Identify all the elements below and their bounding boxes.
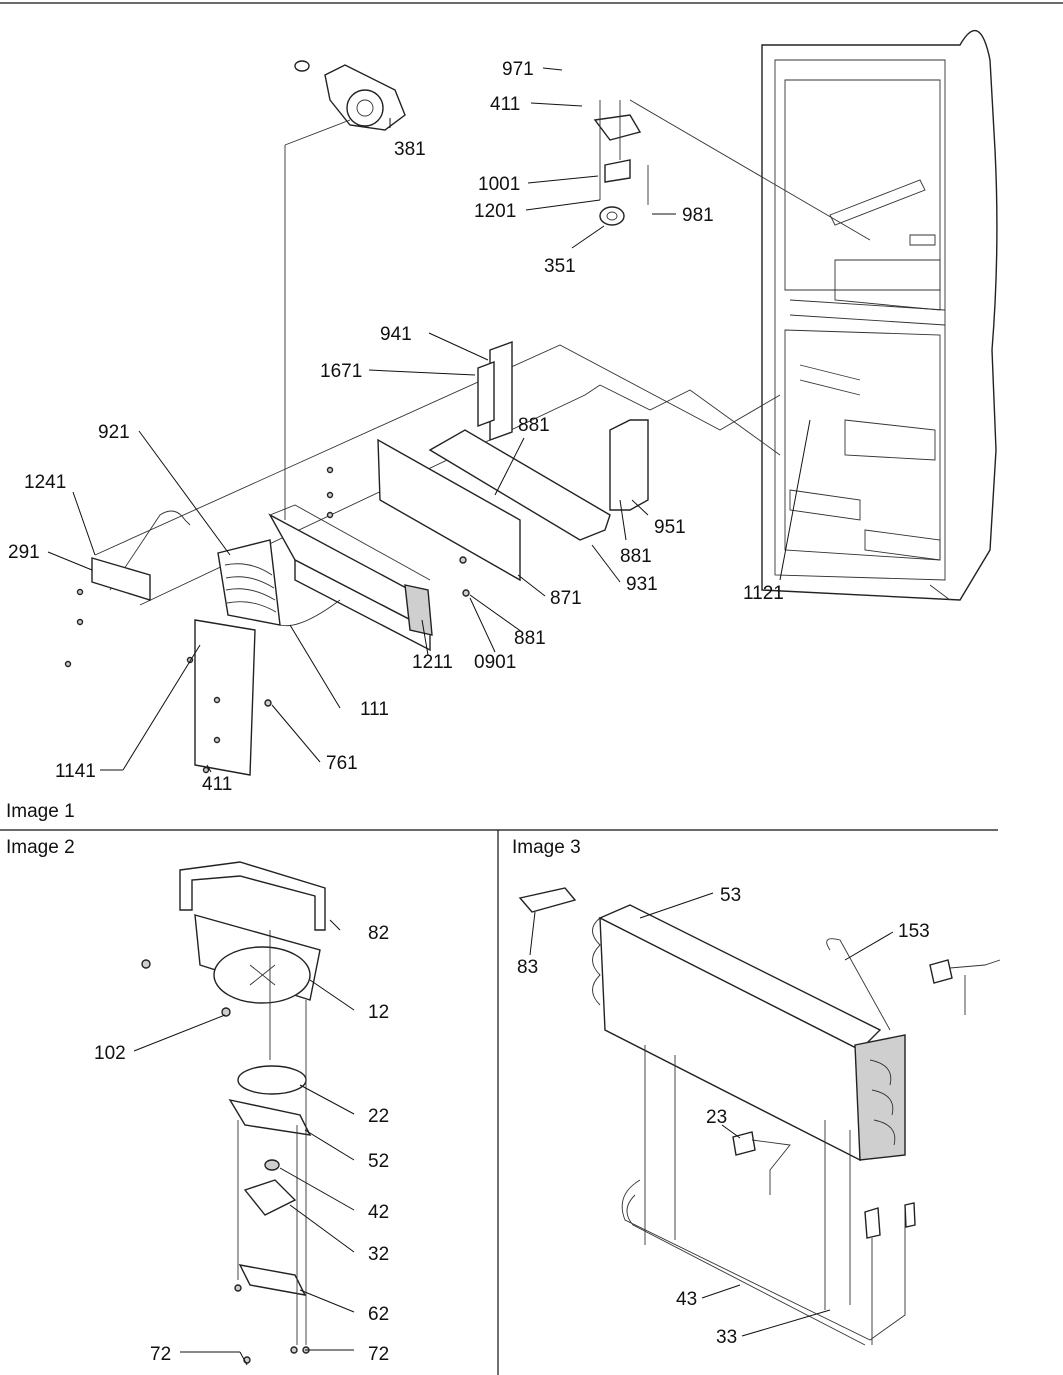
part-label: 411 (490, 94, 520, 115)
part-label: 62 (368, 1304, 389, 1325)
bracket-1671 (477, 360, 495, 428)
part-label: 1141 (55, 761, 96, 782)
part-label: 52 (368, 1151, 389, 1172)
part-label: 381 (394, 139, 426, 160)
part-label: 32 (368, 1244, 389, 1265)
part-label: 921 (98, 422, 130, 443)
part-label: 72 (368, 1344, 389, 1365)
part-label: 881 (514, 628, 546, 649)
cover-871 (377, 438, 521, 582)
part-label: 0901 (474, 652, 516, 673)
heater-43 (621, 1179, 906, 1341)
part-label: 931 (626, 574, 658, 595)
part-label: 871 (550, 588, 582, 609)
blade-22 (237, 1065, 307, 1095)
part-label: 881 (620, 546, 652, 567)
part-label: 53 (720, 885, 741, 906)
part-label: 1201 (474, 201, 516, 222)
bracket-62 (238, 1264, 307, 1296)
panel-1141 (194, 619, 256, 776)
tube-153 (826, 938, 891, 1031)
panel-291 (91, 557, 151, 601)
image2-artwork (141, 861, 326, 1364)
part-label: 111 (360, 699, 389, 720)
part-label: 1211 (412, 652, 453, 673)
part-label: 22 (368, 1106, 389, 1127)
part-label: 42 (368, 1202, 389, 1223)
image3-artwork (518, 887, 1001, 1346)
image1-artwork (64, 29, 998, 776)
part-label: 981 (682, 205, 714, 226)
part-label: 83 (517, 957, 538, 978)
leader-lines (47, 67, 894, 1366)
motor-32 (243, 1179, 297, 1216)
fan-381 (294, 60, 406, 131)
bracket-82 (179, 861, 326, 931)
bracket-951 (609, 419, 649, 511)
part-label: 43 (676, 1289, 697, 1310)
part-label: 1121 (743, 583, 784, 604)
bracket-52 (228, 1098, 312, 1136)
evaporator-top (268, 513, 432, 632)
part-label: 951 (654, 517, 686, 538)
part-label: 761 (326, 753, 358, 774)
part-label: 102 (94, 1043, 126, 1064)
duct-931 (428, 429, 611, 541)
part-label: 23 (706, 1107, 727, 1128)
part-label: 72 (150, 1344, 171, 1365)
screws (64, 466, 470, 774)
part-label: 1671 (320, 361, 362, 382)
part-label: 1241 (24, 472, 66, 493)
part-label: 971 (502, 59, 534, 80)
cabinet-outline (761, 29, 998, 601)
part-label: 941 (380, 324, 412, 345)
part-label: 1001 (478, 174, 520, 195)
part-label: 82 (368, 923, 389, 944)
connector-top-right (929, 959, 953, 984)
part-label: 351 (544, 256, 576, 277)
part-label: 153 (898, 921, 930, 942)
part-label: 12 (368, 1002, 389, 1023)
caption-image3: Image 3 (512, 837, 581, 858)
part-label: 33 (716, 1327, 737, 1348)
caption-image2: Image 2 (6, 837, 75, 858)
part-label: 291 (8, 542, 40, 563)
caption-image1: Image 1 (6, 801, 75, 822)
connector-23 (732, 1131, 756, 1156)
part-label: 411 (202, 774, 232, 795)
grille-921 (217, 539, 281, 626)
damper-assembly (593, 99, 871, 241)
washer-42 (264, 1159, 280, 1171)
block-83 (518, 887, 577, 913)
part-label: 881 (518, 415, 550, 436)
